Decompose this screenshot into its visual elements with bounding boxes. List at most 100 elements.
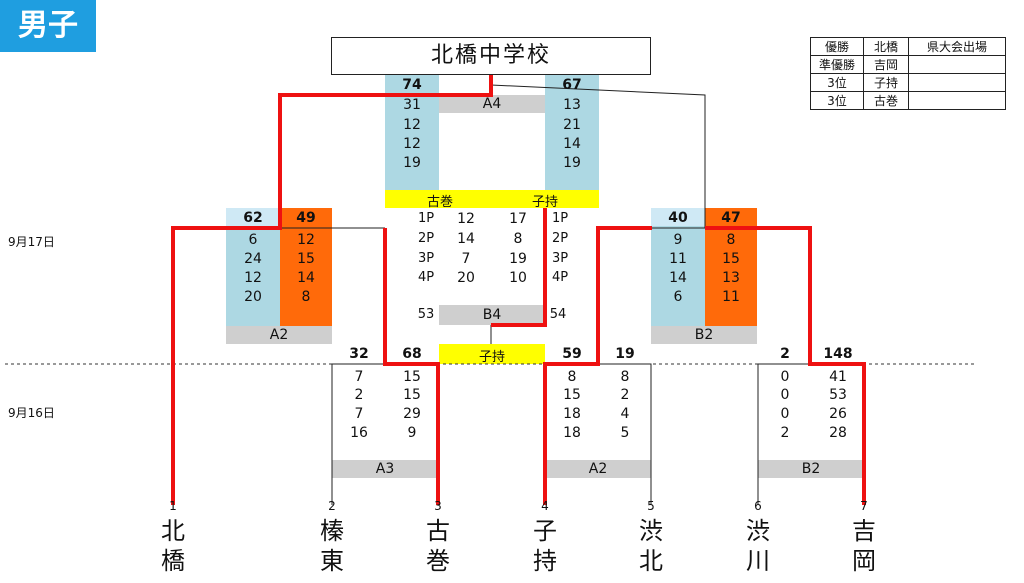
third-left-q2: 14: [457, 231, 475, 247]
gender-badge: 男子: [0, 0, 96, 52]
r1-a2-b-q4: 5: [620, 425, 630, 441]
semi-left-b-q4: 8: [301, 289, 311, 305]
semi-right-court-box: [651, 326, 757, 344]
r1-b2-b-q1: 41: [829, 369, 847, 385]
final-right-q4: 19: [563, 155, 581, 171]
semi-right-b-q4: 11: [722, 289, 740, 305]
semi-right-a-score-box: [651, 226, 705, 326]
r1-a2-court-box: [545, 460, 651, 478]
team-index: 4: [541, 499, 549, 513]
semi-right-b-total: 47: [721, 210, 741, 226]
semi-right-court: B2: [694, 327, 714, 343]
semi-right-a-q2: 11: [669, 251, 687, 267]
semi-right-a-q1: 9: [673, 232, 683, 248]
team-index: 5: [647, 499, 655, 513]
r1-a3-court: A3: [375, 461, 395, 477]
final-right-q1: 13: [563, 97, 581, 113]
semi-left-a-q2: 24: [244, 251, 262, 267]
team-name-char: 橋: [161, 547, 185, 575]
team-name-char: 巻: [426, 547, 450, 575]
semi-left-court: A2: [269, 327, 289, 343]
team-name-char: 東: [320, 547, 344, 575]
semi-right-b-q3: 13: [722, 270, 740, 286]
result-row: 3位 子持: [810, 73, 1006, 92]
r1-b2-a-q3: 0: [780, 406, 790, 422]
date-day1: 9月16日: [8, 406, 55, 420]
semi-left-a-q1: 6: [248, 232, 258, 248]
third-place-court-box: [439, 305, 545, 325]
r1-a3-b-q2: 15: [403, 387, 421, 403]
third-place-winner-box: [439, 344, 545, 364]
r1-b2-b-q2: 53: [829, 387, 847, 403]
semi-right-a-total: 40: [668, 210, 688, 226]
team-name-char: 川: [746, 547, 770, 575]
r1-a2-a-q3: 18: [563, 406, 581, 422]
semi-left-a-score-box: [226, 226, 280, 326]
team-index: 6: [754, 499, 762, 513]
semi-left-a-q4: 20: [244, 289, 262, 305]
r1-b2-a-q2: 0: [780, 387, 790, 403]
final-left-q3: 12: [403, 136, 421, 152]
period-label: 4P: [417, 270, 435, 285]
third-right-total: 54: [549, 307, 567, 322]
r1-a2-a-q2: 15: [563, 387, 581, 403]
result-place: 3位: [810, 91, 864, 110]
team-index: 2: [328, 499, 336, 513]
final-right-total: 67: [562, 77, 582, 93]
r1-a3-a-q1: 7: [354, 369, 364, 385]
third-right-q1: 17: [509, 211, 527, 227]
r1-a3-a-q4: 16: [350, 425, 368, 441]
r1-a3-a-total: 32: [349, 346, 369, 362]
r1-a3-court-box: [332, 460, 438, 478]
result-row: 優勝 北橋 県大会出場: [810, 37, 1006, 56]
team-name: 子持: [525, 516, 565, 576]
r1-b2-court: B2: [801, 461, 821, 477]
final-court: A4: [482, 96, 502, 112]
semi-right-a-q4: 6: [673, 289, 683, 305]
champion-title: 北橋中学校: [331, 37, 651, 75]
semi-left-b-q1: 12: [297, 232, 315, 248]
team-name-char: 榛: [320, 517, 344, 545]
team-name: 古巻: [418, 516, 458, 576]
r1-a2-a-q4: 18: [563, 425, 581, 441]
result-note: 県大会出場: [908, 37, 1006, 56]
semi-left-a-total-box: [226, 208, 280, 226]
team-name-char: 古: [426, 517, 450, 545]
team-name-char: 北: [161, 517, 185, 545]
period-label: 2P: [417, 231, 435, 246]
r1-a2-b-q3: 4: [620, 406, 630, 422]
result-row: 準優勝 吉岡: [810, 55, 1006, 74]
semi-left-court-box: [226, 326, 332, 344]
r1-a3-b-q1: 15: [403, 369, 421, 385]
team-name: 吉岡: [844, 516, 884, 576]
period-label: 2P: [551, 231, 569, 246]
r1-a3-a-q3: 7: [354, 406, 364, 422]
team-name: 北橋: [153, 516, 193, 576]
r1-a2-b-q2: 2: [620, 387, 630, 403]
team-index: 3: [434, 499, 442, 513]
third-left-q4: 20: [457, 270, 475, 286]
team-name: 榛東: [312, 516, 352, 576]
semi-left-a-q3: 12: [244, 270, 262, 286]
team-name: 渋北: [631, 516, 671, 576]
r1-b2-b-q3: 26: [829, 406, 847, 422]
team-name-char: 北: [639, 547, 663, 575]
team-name: 渋川: [738, 516, 778, 576]
third-right-q2: 8: [513, 231, 523, 247]
team-name-char: 子: [533, 517, 557, 545]
semi-left-b-total: 49: [296, 210, 316, 226]
final-right-score-box: [545, 75, 599, 190]
third-place-right-team: 子持: [531, 195, 558, 210]
date-day2: 9月17日: [8, 235, 55, 249]
r1-a3-a-q2: 2: [354, 387, 364, 403]
team-name-char: 持: [533, 547, 557, 575]
team-index: 7: [860, 499, 868, 513]
r1-a2-a-q1: 8: [567, 369, 577, 385]
r1-b2-a-q4: 2: [780, 425, 790, 441]
semi-right-b-q2: 15: [722, 251, 740, 267]
result-place: 3位: [810, 73, 864, 92]
final-right-q2: 21: [563, 117, 581, 133]
period-label: 3P: [417, 251, 435, 266]
r1-a2-court: A2: [588, 461, 608, 477]
period-label: 1P: [551, 211, 569, 226]
